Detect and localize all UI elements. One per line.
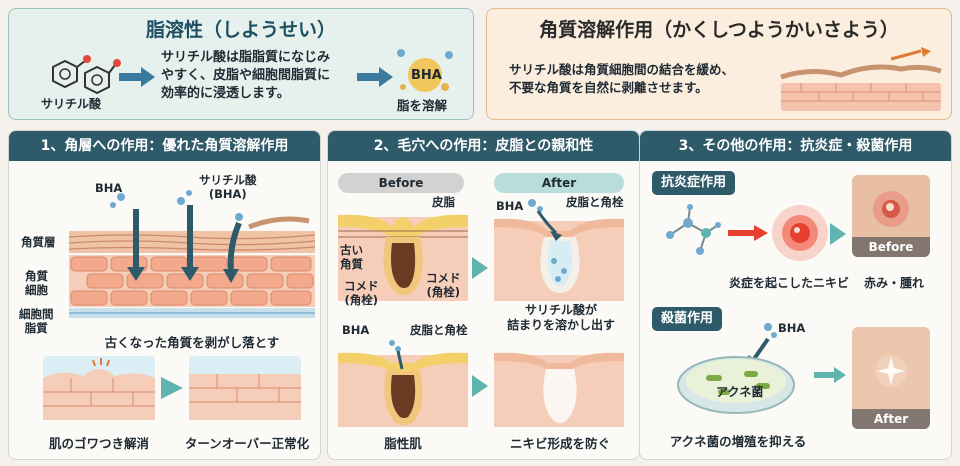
old-horn-line-2: 角質 [340,257,363,271]
old-horn-line-1: 古い [340,243,363,257]
lipid-text-line-2: やすく、皮脂や細胞間脂質に [161,68,331,83]
after-caption: サリチル酸が 詰まりを溶かし出す [488,303,634,333]
arrow-right-icon [357,67,393,87]
bha-label: BHA [95,181,123,195]
clearing-pore-diagram [494,199,624,301]
layer-cells-label: 角質 細胞 [25,269,48,297]
after-caption-line-2: 詰まりを溶かし出す [506,318,615,332]
rough-skin-icon [43,356,155,420]
before-photo-tag: Before [852,237,930,257]
panel1-heading: 1、角層への作用：優れた角質溶解作用 [9,131,320,161]
salicylic-label-line-2: (BHA) [208,187,247,201]
layer-lipid-label: 細胞間 脂質 [19,307,54,335]
after-sebum-plug-label: 皮脂と角栓 [566,195,624,209]
comedo-left-line-1: コメド [344,279,379,293]
before-tag: Before [338,173,464,193]
after-caption-line-1: サリチル酸が [524,303,597,317]
inflamed-caption: 炎症を起こしたニキビ [728,276,849,290]
smooth-skin-icon [189,356,301,420]
keratolytic-text: サリチル酸は角質細胞間の結合を緩め、 不要な角質を自然に剥離させます。 [509,61,734,97]
clogged-pore-diagram [338,214,468,301]
keratolytic-text-line-1: サリチル酸は角質細胞間の結合を緩め、 [509,62,735,77]
salicylic-label-line-1: サリチル酸 [199,173,257,187]
inflamed-pimple-image [852,175,930,257]
comedo-right-label: コメド (角栓) [426,271,461,299]
comedo-left-line-2: (角栓) [344,293,378,307]
panel1-caption-left: 肌のゴワつき解消 [48,436,149,451]
arrow-right-icon [472,257,488,279]
keratolytic-box: 角質溶解作用（かくしつようかいさよう） サリチル酸は角質細胞間の結合を緩め、 不… [486,8,952,120]
lipid-text-line-3: 効率的に浸透します。 [161,86,290,101]
comedo-right-line-1: コメド [426,271,461,285]
lipid-text-line-1: サリチル酸は脂脂質になじみ [161,50,331,65]
arrow-right-icon [814,367,846,383]
molecule-network-icon [666,204,721,255]
keratolytic-title: 角質溶解作用（かくしつようかいさよう） [539,19,899,41]
peeling-skin-icon [780,47,942,111]
layer-lipid-line-1: 細胞間 [19,307,54,321]
bha-label-3: BHA [778,321,806,335]
after-bha-label: BHA [496,199,524,213]
panel-stratum-corneum: 1、角層への作用：優れた角質溶解作用 BHA サリチル酸 (BHA) [8,130,321,460]
after-tag: After [494,173,624,193]
comedo-right-line-2: (角栓) [426,285,460,299]
caption-oily: 脂性肌 [384,436,422,451]
layer-cells-line-2: 細胞 [25,283,48,297]
layer-horny-label: 角質層 [21,235,56,249]
panel1-caption-right: ターンオーバー正常化 [184,436,310,451]
clear-pore-diagram [494,352,624,427]
panel-other-effects: 3、その他の作用：抗炎症・殺菌作用 抗炎症作用 Before 炎症を起こしたニキ… [639,130,952,460]
lower-bha-label: BHA [342,323,370,337]
panel-pores: 2、毛穴への作用：皮脂との親和性 Before After 皮脂 古い 角質 コ… [327,130,640,460]
after-photo-tag: After [852,409,930,429]
anti-inflammatory-tag: 抗炎症作用 [652,171,736,195]
before-photo: Before [852,175,930,257]
panel1-caption-main: 古くなった角質を剥がし落とす [104,335,280,350]
bha-drop-icon [397,49,453,92]
arrow-right-icon [728,225,768,241]
bha-caption: 脂を溶解 [397,98,448,113]
oily-pore-diagram [338,340,468,427]
acne-bacteria-label: アクネ菌 [716,385,764,399]
keratolytic-text-line-2: 不要な角質を自然に剥離させます。 [509,80,708,95]
layer-lipid-line-2: 脂質 [24,321,48,335]
arrow-right-icon [830,223,846,245]
panel3-heading: 3、その他の作用：抗炎症・殺菌作用 [640,131,951,161]
arrow-right-icon [161,377,183,399]
old-horn-label: 古い 角質 [340,243,363,271]
skin-layers-diagram [68,190,316,318]
comedo-left-label: コメド (角栓) [344,279,379,307]
caption-prevent: ニキビ形成を防ぐ [509,436,610,451]
layer-cells-line-1: 角質 [25,269,48,283]
lipid-text: サリチル酸は脂脂質になじみ やすく、皮脂や細胞間脂質に 効率的に浸透します。 [161,49,330,103]
after-photo: After [852,327,930,429]
arrow-right-icon [119,67,155,87]
inflamed-spot-icon [772,205,828,261]
lipid-solubility-title: 脂溶性（しようせい） [145,19,336,41]
lipid-solubility-box: 脂溶性（しようせい） サリチル酸 サリチル酸は脂脂質になじみ やすく、皮脂や細胞… [8,8,474,120]
redness-caption: 赤み・腫れ [863,276,924,290]
petri-dish-icon [677,323,795,414]
molecule-label: サリチル酸 [41,97,102,111]
bha-badge-text: BHA [411,68,442,83]
bacteria-caption: アクネ菌の増殖を抑える [669,434,807,449]
antibacterial-tag: 殺菌作用 [652,307,723,331]
salicylic-label: サリチル酸 (BHA) [199,173,257,201]
lower-sebum-plug-label: 皮脂と角栓 [410,323,468,337]
panel2-heading: 2、毛穴への作用：皮脂との親和性 [328,131,639,161]
salicylic-acid-molecule-icon [52,55,121,95]
sebum-label: 皮脂 [432,195,455,209]
arrow-right-icon [472,375,488,397]
